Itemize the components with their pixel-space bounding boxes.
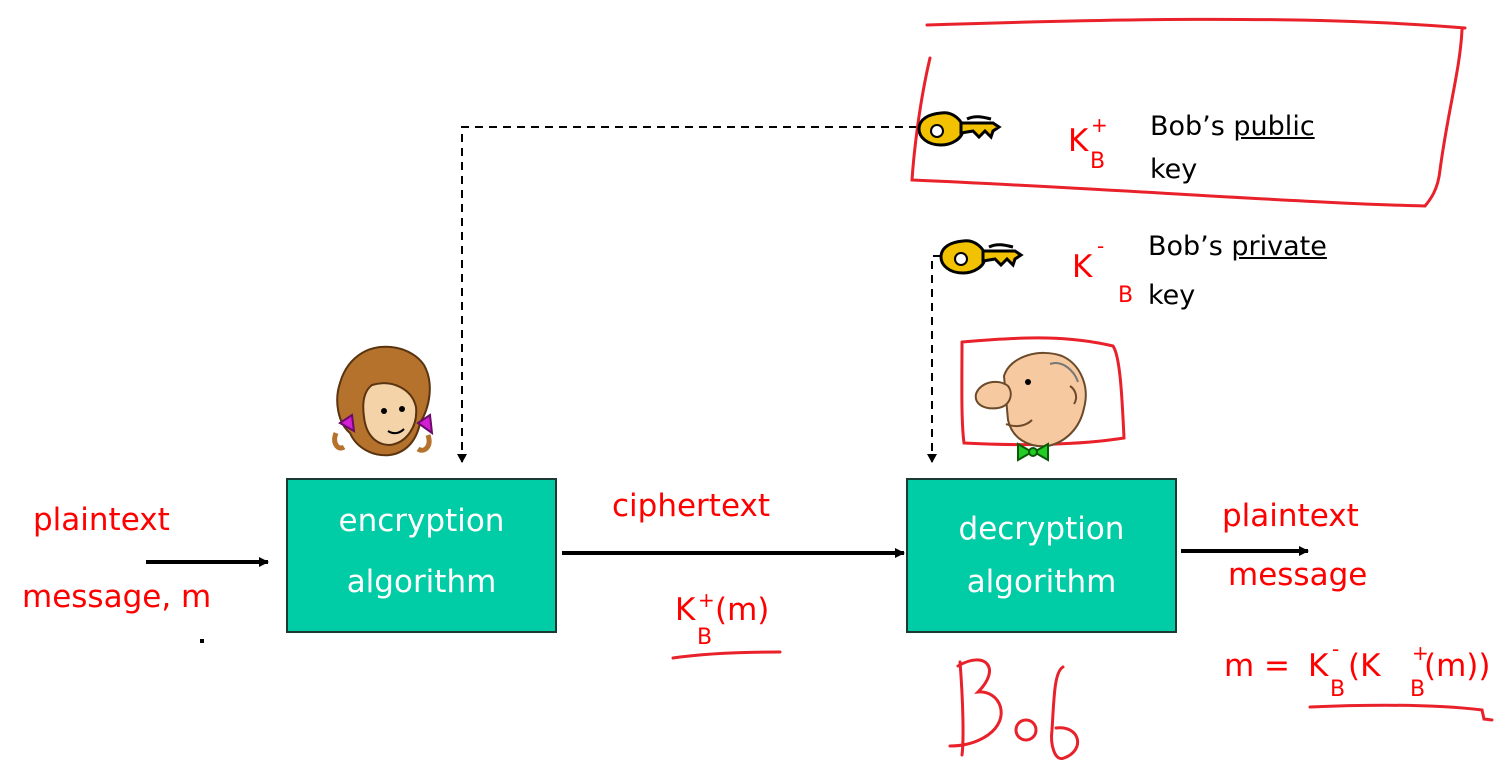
formula-k1: K bbox=[1308, 648, 1329, 684]
alice-cartoon-icon bbox=[332, 345, 434, 457]
formula-k2-sub: B bbox=[1410, 677, 1426, 702]
public-key-sup: + bbox=[1091, 113, 1108, 137]
ciphertext-key-sub: B bbox=[697, 625, 713, 650]
encryption-algorithm-box: encryption algorithm bbox=[286, 478, 557, 633]
algorithm-label: algorithm bbox=[966, 564, 1117, 600]
formula-k2-sup: + bbox=[1412, 641, 1429, 665]
formula-open: (K bbox=[1348, 648, 1381, 684]
public-key-desc-line2: key bbox=[1150, 154, 1198, 185]
private-key-letter: K bbox=[1072, 249, 1093, 285]
public-key-annotation-outline bbox=[910, 17, 1467, 208]
public-key-desc-underlined: public bbox=[1233, 111, 1315, 142]
private-key-desc-line2: key bbox=[1148, 280, 1196, 311]
private-key-sub: B bbox=[1118, 283, 1134, 308]
formula-close: (m)) bbox=[1424, 648, 1491, 684]
ciphertext-key-sup: + bbox=[698, 588, 715, 612]
encryption-label: encryption bbox=[338, 503, 505, 539]
algorithm-label: algorithm bbox=[346, 564, 497, 600]
bob-cartoon-icon bbox=[974, 351, 1087, 462]
public-key-letter: K bbox=[1068, 123, 1089, 159]
ciphertext-arg: (m) bbox=[715, 592, 770, 628]
bob-handwritten-signature bbox=[948, 658, 1080, 761]
output-message-label: message bbox=[1228, 557, 1368, 593]
decryption-algorithm-box: decryption algorithm bbox=[906, 478, 1177, 633]
message-m-label: message, m bbox=[22, 579, 212, 615]
decryption-label: decryption bbox=[958, 511, 1125, 547]
private-key-desc-underlined: private bbox=[1231, 231, 1327, 262]
formula-m-eq: m = bbox=[1224, 648, 1291, 684]
ciphertext-label: ciphertext bbox=[612, 488, 770, 524]
private-key-sup: - bbox=[1097, 234, 1105, 258]
golden-key-icon bbox=[917, 111, 1002, 147]
formula-k1-sup: - bbox=[1332, 637, 1340, 661]
formula-k1-sub: B bbox=[1330, 677, 1346, 702]
output-plaintext-label: plaintext bbox=[1222, 498, 1359, 534]
private-key-dashed-connector bbox=[927, 255, 955, 463]
private-key-desc-prefix: Bob’s bbox=[1148, 231, 1232, 262]
private-key-description: Bob’s private bbox=[1148, 233, 1327, 260]
formula-underline bbox=[1308, 703, 1494, 722]
public-key-dashed-connector bbox=[457, 126, 917, 463]
golden-key-icon bbox=[939, 239, 1024, 275]
bob-annotation-outline bbox=[960, 336, 1126, 447]
plaintext-label: plaintext bbox=[33, 502, 170, 538]
public-key-description: Bob’s public bbox=[1150, 113, 1315, 140]
ciphertext-underline bbox=[671, 650, 782, 660]
public-key-sub: B bbox=[1090, 149, 1106, 174]
ciphertext-key-letter: K bbox=[675, 592, 696, 628]
public-key-desc-prefix: Bob’s bbox=[1150, 111, 1234, 142]
stray-dot bbox=[200, 639, 204, 643]
